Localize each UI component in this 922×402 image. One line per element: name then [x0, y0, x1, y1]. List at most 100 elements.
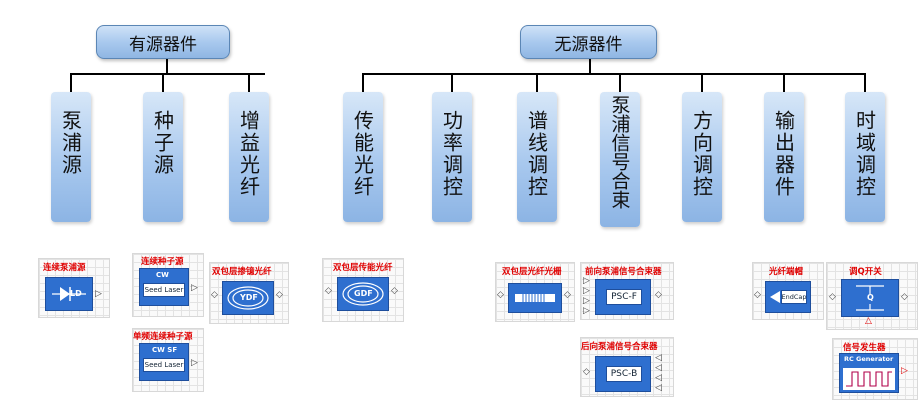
- diode-icon: [52, 287, 86, 301]
- category-label: 功率调控: [439, 110, 464, 198]
- input-port-icon[interactable]: ◇: [325, 286, 332, 296]
- gdf-inner-text: GDF: [354, 289, 373, 298]
- component-label: 双包层光纤光栅: [502, 267, 562, 277]
- component-label: 双包层传能光纤: [333, 263, 393, 273]
- input-port-icon[interactable]: ▷: [583, 276, 590, 286]
- input-port-icon[interactable]: ◇: [754, 290, 761, 300]
- header-passive-devices: 无源器件: [520, 25, 657, 59]
- sf-seed-block: CW SF Seed Laser: [139, 343, 189, 381]
- seed-inner-text: Seed Laser: [143, 283, 185, 297]
- input-port-icon[interactable]: ▷: [583, 306, 590, 316]
- output-port-icon[interactable]: ◁: [655, 373, 662, 383]
- output-port-icon[interactable]: ◁: [655, 353, 662, 363]
- category-direction-control: 方向调控: [682, 92, 722, 222]
- output-port-icon[interactable]: ◇: [391, 286, 398, 296]
- category-label: 泵浦信号合束: [608, 95, 631, 209]
- seed-top-text: CW: [156, 271, 169, 279]
- output-port-icon[interactable]: ▷: [901, 366, 908, 376]
- grating-icon: [515, 294, 555, 302]
- category-gain-fiber: 增益光纤: [229, 92, 269, 222]
- fbg-block: [508, 283, 562, 313]
- psc-f-inner-text: PSC-F: [606, 289, 642, 305]
- psc-b-inner-text: PSC-B: [606, 366, 642, 382]
- component-sf-seed-source[interactable]: 单频连续种子源 CW SF Seed Laser ▷: [132, 328, 204, 392]
- component-label: 双包层掺镱光纤: [212, 267, 272, 277]
- output-port-icon[interactable]: ▷: [191, 358, 198, 368]
- header-active-label: 有源器件: [129, 34, 197, 55]
- ydf-inner-text: YDF: [240, 293, 258, 302]
- component-pump-source[interactable]: 连续泵浦源 LD ▷: [38, 258, 110, 318]
- pump-block: LD: [45, 277, 93, 311]
- component-ydf[interactable]: 双包层掺镱光纤 ◇ YDF ◇: [209, 262, 289, 324]
- psc-b-block: PSC-B: [595, 356, 651, 392]
- rc-block: RC Generator: [839, 353, 899, 393]
- q-switch-block: Q: [841, 279, 899, 317]
- component-label: 单频连续种子源: [133, 332, 193, 342]
- component-label: 后向泵浦信号合束器: [581, 342, 658, 352]
- component-fbg[interactable]: 双包层光纤光栅 ◇ ◇: [495, 262, 575, 322]
- component-label: 调Q开关: [849, 267, 882, 277]
- component-rc-generator[interactable]: 信号发生器 RC Generator ▷: [832, 338, 918, 400]
- input-port-icon[interactable]: ▷: [583, 296, 590, 306]
- output-port-icon[interactable]: ◇: [564, 290, 571, 300]
- input-port-icon[interactable]: ◇: [211, 290, 218, 300]
- category-seed-source: 种子源: [143, 92, 183, 222]
- category-label: 传能光纤: [350, 110, 375, 198]
- category-label: 方向调控: [689, 110, 714, 198]
- category-label: 种子源: [150, 110, 175, 176]
- component-label: 连续泵浦源: [43, 263, 86, 273]
- fiber-coil-icon: [342, 282, 384, 306]
- input-port-icon[interactable]: ◇: [497, 290, 504, 300]
- psc-f-block: PSC-F: [595, 279, 651, 315]
- switch-icon: [856, 285, 884, 311]
- fiber-coil-icon: [227, 286, 269, 310]
- category-power-control: 功率调控: [432, 92, 472, 222]
- input-port-icon[interactable]: ▷: [583, 286, 590, 296]
- input-port-icon[interactable]: ◇: [583, 367, 590, 377]
- output-port-icon[interactable]: ◁: [655, 383, 662, 393]
- output-port-icon[interactable]: ▷: [191, 283, 198, 293]
- endcap-block: EndCap: [765, 281, 811, 313]
- input-port-icon[interactable]: ◇: [829, 292, 836, 302]
- output-port-icon[interactable]: ◁: [655, 363, 662, 373]
- output-port-icon[interactable]: ▷: [95, 289, 102, 299]
- category-spectrum-control: 谱线调控: [517, 92, 557, 222]
- category-label: 谱线调控: [524, 110, 549, 198]
- pump-inner-text: LD: [70, 289, 82, 298]
- ydf-block: YDF: [222, 281, 274, 315]
- component-gdf[interactable]: 双包层传能光纤 ◇ GDF ◇: [322, 258, 404, 322]
- component-psc-f[interactable]: 前向泵浦信号合束器 ▷ ▷ ▷ ▷ PSC-F ◇: [580, 262, 674, 320]
- category-delivery-fiber: 传能光纤: [343, 92, 383, 222]
- header-active-devices: 有源器件: [96, 25, 230, 59]
- component-label: 光纤端帽: [769, 267, 804, 277]
- waveform-icon: [843, 368, 895, 390]
- gdf-block: GDF: [337, 277, 389, 311]
- sf-seed-top-text: CW SF: [152, 346, 178, 354]
- seed-block: CW Seed Laser: [139, 268, 189, 306]
- category-label: 时域调控: [852, 110, 877, 198]
- category-label: 泵浦源: [58, 110, 83, 176]
- category-pump-source: 泵浦源: [51, 92, 91, 222]
- category-output-device: 输出器件: [764, 92, 804, 222]
- category-label: 输出器件: [771, 110, 796, 198]
- sf-seed-inner-text: Seed Laser: [143, 358, 185, 372]
- category-time-domain-control: 时域调控: [845, 92, 885, 222]
- category-pump-signal-combiner: 泵浦信号合束: [600, 92, 640, 227]
- rc-top-text: RC Generator: [844, 355, 894, 363]
- category-label: 增益光纤: [236, 110, 261, 198]
- component-label: 连续种子源: [141, 257, 184, 267]
- component-seed-source[interactable]: 连续种子源 CW Seed Laser ▷: [132, 253, 204, 317]
- component-label: 前向泵浦信号合束器: [585, 267, 662, 277]
- component-psc-b[interactable]: 后向泵浦信号合束器 ◇ PSC-B ◁ ◁ ◁ ◁: [580, 337, 674, 397]
- component-endcap[interactable]: 光纤端帽 ◇ EndCap: [752, 262, 824, 320]
- output-port-icon[interactable]: ◇: [655, 290, 662, 300]
- trigger-port-icon[interactable]: △: [865, 316, 872, 326]
- component-label: 信号发生器: [843, 343, 886, 353]
- endcap-inner-text: EndCap: [781, 290, 807, 304]
- header-passive-label: 无源器件: [554, 34, 623, 55]
- output-port-icon[interactable]: ◇: [901, 292, 908, 302]
- q-inner-text: Q: [867, 293, 874, 302]
- component-q-switch[interactable]: 调Q开关 ◇ Q ◇ △: [826, 262, 918, 330]
- endcap-icon: [770, 291, 780, 303]
- output-port-icon[interactable]: ◇: [276, 290, 283, 300]
